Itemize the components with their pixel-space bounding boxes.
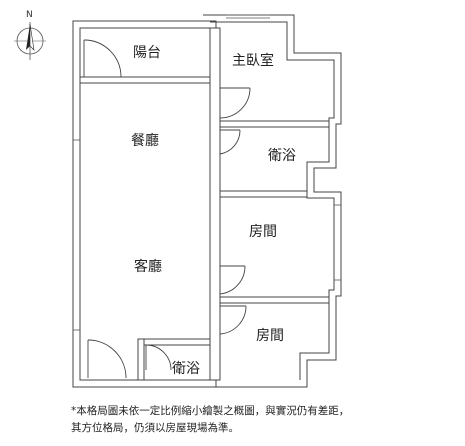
room-label-bedroom-lower: 房間 [256, 328, 284, 344]
room-label-living-room: 客廳 [134, 259, 162, 275]
compass-north-label: N [26, 10, 33, 20]
outer-wall [72, 20, 217, 388]
room-label-bathroom-lower: 衛浴 [172, 361, 200, 377]
disclaimer-line-2: 其方位格局，仍須以房屋現場為準。 [71, 422, 239, 434]
room-label-bedroom-middle: 房間 [249, 224, 277, 240]
room-label-dining-room: 餐廳 [131, 133, 159, 149]
room-label-master-bedroom: 主臥室 [232, 53, 274, 69]
room-label-bathroom-upper: 衛浴 [268, 148, 296, 164]
compass-north-arrow-icon [14, 22, 46, 60]
room-label-balcony: 陽台 [133, 45, 161, 61]
disclaimer-line-1: *本格局圖未依一定比例縮小繪製之概圖，與實況仍有差距， [71, 405, 350, 417]
